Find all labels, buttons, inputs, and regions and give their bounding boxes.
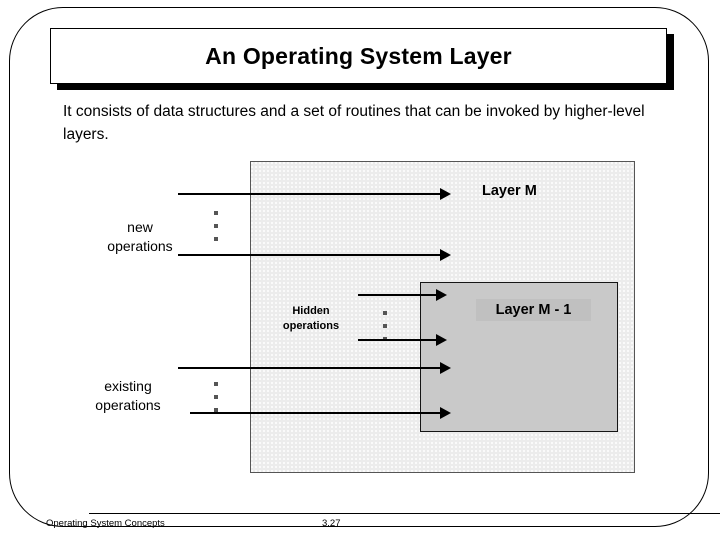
existing-operations-arrow-2 <box>190 407 451 419</box>
new-operations-label: new operations <box>60 218 220 256</box>
new-operations-arrow-2 <box>178 249 451 261</box>
page-title: An Operating System Layer <box>205 42 512 69</box>
existing-operations-label-line1: existing <box>104 378 152 394</box>
hidden-operations-arrow-2 <box>358 334 447 346</box>
footer-page-number: 3.27 <box>322 518 341 529</box>
new-operations-label-line2: operations <box>107 238 173 254</box>
vertical-ellipsis-icon-hidden <box>383 311 387 350</box>
layer-m-label: Layer M <box>482 183 537 199</box>
vertical-ellipsis-icon-existing <box>214 382 218 421</box>
hidden-operations-label-line2: operations <box>282 320 340 332</box>
new-operations-arrow-1 <box>178 188 451 200</box>
existing-operations-label-line2: operations <box>95 397 161 413</box>
hidden-operations-label: Hidden operations <box>255 304 367 334</box>
existing-operations-label: existing operations <box>48 377 208 415</box>
title-plate: An Operating System Layer <box>50 28 667 84</box>
hidden-operations-arrow-1 <box>358 289 447 301</box>
footer-source: Operating System Concepts <box>46 518 165 529</box>
vertical-ellipsis-icon-new <box>214 211 218 250</box>
slide-body-text: It consists of data structures and a set… <box>63 103 645 143</box>
layer-m-minus-1-label: Layer M - 1 <box>476 299 591 321</box>
new-operations-label-line1: new <box>127 219 153 235</box>
footer-divider <box>89 513 720 515</box>
hidden-operations-label-line1: Hidden <box>292 305 330 317</box>
slide-frame-border <box>9 7 709 527</box>
existing-operations-arrow-1 <box>178 362 451 374</box>
